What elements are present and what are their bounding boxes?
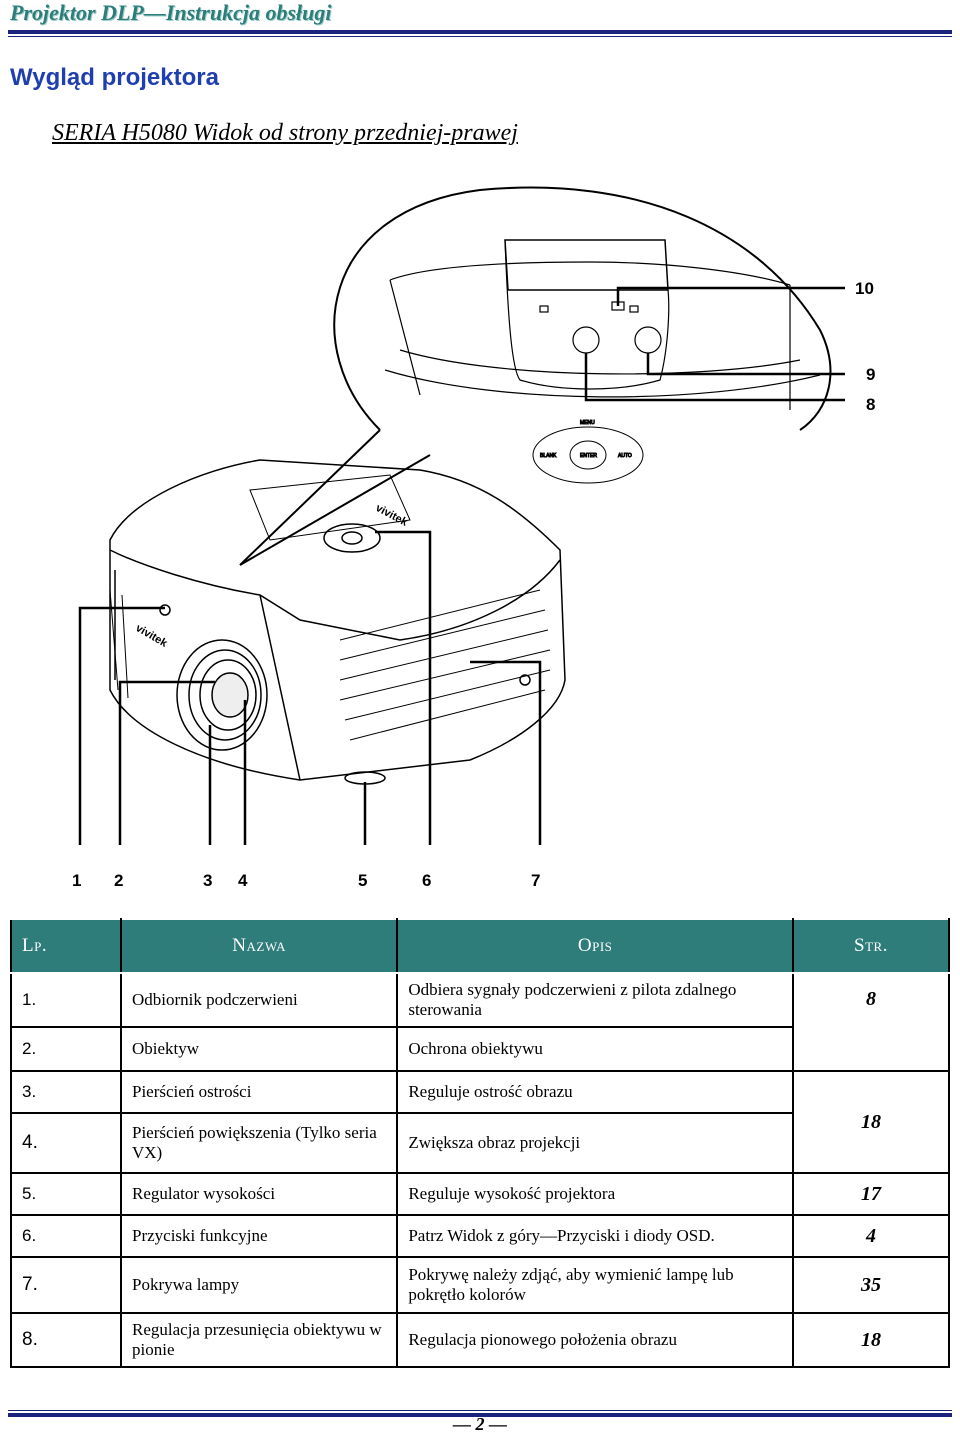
row-page: 18 xyxy=(792,1070,950,1174)
keypad-enter-label: ENTER xyxy=(580,453,597,459)
row-desc: Regulacja pionowego położenia obrazu xyxy=(396,1312,794,1368)
table-header-row: Lp. Nazwa Opis Str. xyxy=(10,918,950,974)
row-page: 17 xyxy=(792,1172,950,1216)
table-row: 4. Pierścień powiększenia (Tylko seria V… xyxy=(10,1112,949,1174)
row-desc: Pokrywę należy zdjąć, aby wymienić lampę… xyxy=(396,1256,794,1314)
figure-subtitle: SERIA H5080 Widok od strony przedniej-pr… xyxy=(52,120,518,146)
col-header-desc: Opis xyxy=(396,918,794,974)
callout-numbers-right: 10 9 8 xyxy=(855,279,875,414)
kensington-lock xyxy=(519,674,531,686)
footer-rule-thin xyxy=(8,1410,952,1411)
row-number: 5. xyxy=(10,1172,122,1216)
row-number: 6. xyxy=(10,1214,122,1258)
page-number: — 2 — xyxy=(453,1414,507,1434)
row-name: Pierścień ostrości xyxy=(119,1070,399,1114)
callout-lines xyxy=(78,286,845,845)
lens-assembly xyxy=(176,639,268,751)
zoom-bubble xyxy=(239,186,832,566)
row-name: Regulacja przesunięcia obiektywu w pioni… xyxy=(119,1312,399,1368)
row-page: 8 xyxy=(792,972,950,1072)
callout-10: 10 xyxy=(855,279,874,298)
row-name: Przyciski funkcyjne xyxy=(119,1214,399,1258)
table-row: 6. Przyciski funkcyjne Patrz Widok z gór… xyxy=(10,1214,950,1258)
brand-logo-front: vivitek xyxy=(134,622,170,650)
col-header-page: Str. xyxy=(792,918,950,974)
vertical-shift-knob xyxy=(572,326,600,354)
header-rule-thin xyxy=(8,36,952,37)
row-name: Pokrywa lampy xyxy=(119,1256,399,1314)
callout-6: 6 xyxy=(422,871,431,890)
header-rule xyxy=(8,30,952,34)
brand-logo-top: vivitek xyxy=(374,502,411,529)
keypad-auto-label: AUTO xyxy=(618,453,632,459)
keypad-blank-label: BLANK xyxy=(540,453,557,459)
row-number: 2. xyxy=(10,1026,122,1072)
table-row: 7. Pokrywa lampy Pokrywę należy zdjąć, a… xyxy=(10,1256,950,1314)
lens-shift-panel xyxy=(384,239,821,410)
table-row: 8. Regulacja przesunięcia obiektywu w pi… xyxy=(10,1312,950,1368)
table-row: 2. Obiektyw Ochrona obiektywu xyxy=(10,1026,949,1072)
ir-receiver xyxy=(159,604,171,616)
keypad-menu-label: MENU xyxy=(580,420,595,426)
row-page: 35 xyxy=(792,1256,950,1314)
row-name: Odbiornik podczerwieni xyxy=(119,972,399,1028)
table-row: 1. Odbiornik podczerwieni Odbiera sygnał… xyxy=(10,972,950,1072)
callout-7: 7 xyxy=(531,871,540,890)
row-desc: Odbiera sygnały podczerwieni z pilota zd… xyxy=(396,972,794,1028)
row-page: 4 xyxy=(792,1214,950,1258)
row-number: 4. xyxy=(10,1112,122,1174)
row-number: 1. xyxy=(10,972,122,1028)
row-number: 3. xyxy=(10,1070,122,1114)
callout-9: 9 xyxy=(866,365,875,384)
callout-8: 8 xyxy=(866,395,875,414)
col-header-lp: Lp. xyxy=(10,918,122,974)
row-desc: Patrz Widok z góry—Przyciski i diody OSD… xyxy=(396,1214,794,1258)
row-page: 18 xyxy=(792,1312,950,1368)
callout-numbers-bottom: 1 2 3 4 5 6 7 xyxy=(72,871,540,890)
callout-5: 5 xyxy=(358,871,367,890)
row-name: Regulator wysokości xyxy=(119,1172,399,1216)
keypad: MENU BLANK AUTO ENTER xyxy=(532,420,644,484)
table-row: 3. Pierścień ostrości Reguluje ostrość o… xyxy=(10,1070,950,1174)
function-buttons xyxy=(323,523,381,553)
document-header: Projektor DLP—Instrukcja obsługi xyxy=(10,0,332,25)
col-header-name: Nazwa xyxy=(119,918,399,974)
parts-table: Lp. Nazwa Opis Str. 1. Odbiornik podczer… xyxy=(10,918,950,1368)
row-desc: Zwiększa obraz projekcji xyxy=(396,1112,794,1174)
row-desc: Reguluje ostrość obrazu xyxy=(396,1070,794,1114)
row-desc: Reguluje wysokość projektora xyxy=(396,1172,794,1216)
callout-4: 4 xyxy=(238,871,248,890)
row-name: Obiektyw xyxy=(119,1026,399,1072)
callout-1: 1 xyxy=(72,871,81,890)
row-desc: Ochrona obiektywu xyxy=(396,1026,794,1072)
projector-figure: MENU BLANK AUTO ENTER vivitek vivitek xyxy=(72,186,875,890)
row-number: 7. xyxy=(10,1256,122,1314)
row-name: Pierścień powiększenia (Tylko seria VX) xyxy=(119,1112,399,1174)
section-title: Wygląd projektora xyxy=(10,64,219,91)
table-row: 5. Regulator wysokości Reguluje wysokość… xyxy=(10,1172,950,1216)
callout-3: 3 xyxy=(203,871,212,890)
footer-rule xyxy=(8,1413,952,1417)
row-number: 8. xyxy=(10,1312,122,1368)
callout-2: 2 xyxy=(114,871,123,890)
horizontal-shift-knob xyxy=(634,326,662,354)
